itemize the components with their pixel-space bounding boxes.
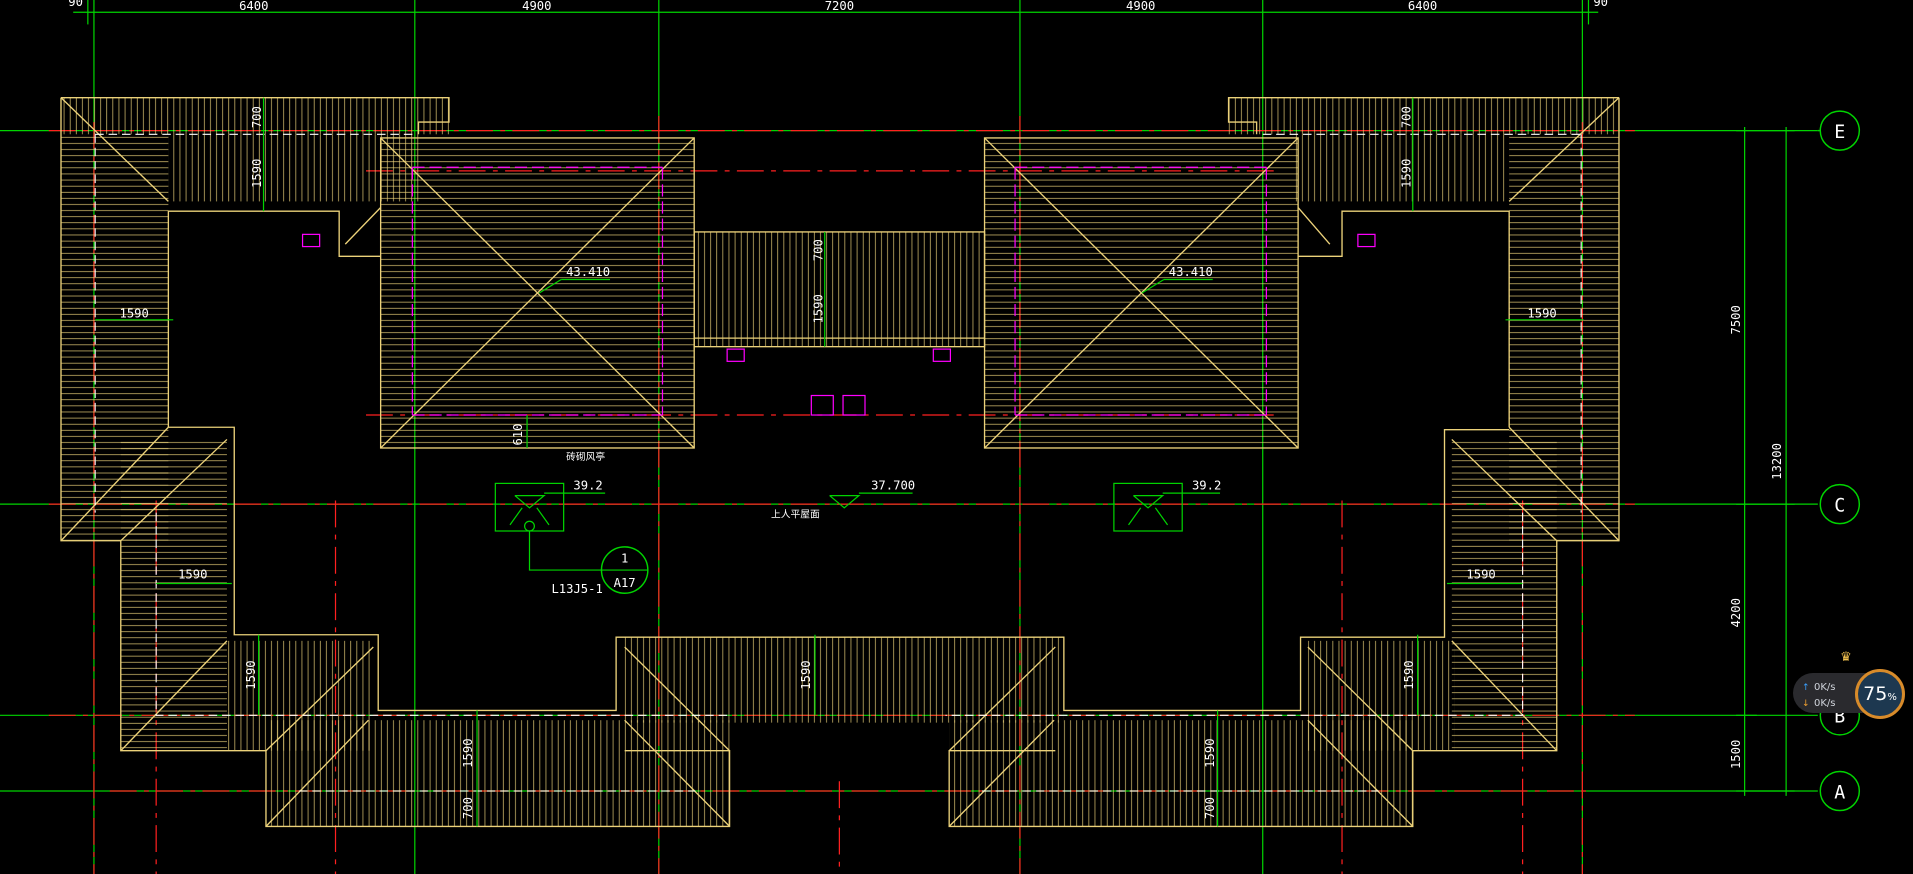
network-speed-widget[interactable]: ↑ 0K/s ↓ 0K/s ♛ 75% xyxy=(1793,647,1905,721)
dim-text: 4900 xyxy=(522,0,551,13)
dim-text: 610 xyxy=(511,424,525,446)
dim-text: 90 xyxy=(68,0,83,9)
overhang-dim-lines xyxy=(95,97,1584,827)
download-arrow-icon: ↓ xyxy=(1802,699,1810,709)
magenta-lines xyxy=(411,166,1267,416)
detail-callout[interactable]: 1 A17 L13J5-1 xyxy=(524,520,649,596)
elevation-labels: 43.410 43.410 39.2 39.2 37.700 xyxy=(566,265,1221,493)
axis-label: C xyxy=(1834,495,1845,516)
dim-text: 1590 xyxy=(811,294,825,323)
detail-reference: L13J5-1 xyxy=(551,582,602,596)
top-dimension-labels: 90 6400 4900 7200 4900 6400 90 xyxy=(68,0,1608,13)
dim-text: 7200 xyxy=(825,0,854,13)
axis-label: E xyxy=(1834,122,1845,143)
dim-text: 90 xyxy=(1593,0,1608,9)
dim-text: 1590 xyxy=(799,660,813,689)
memory-usage-badge[interactable]: 75% xyxy=(1855,669,1905,719)
right-dimension-labels: 7500 13200 4200 1500 xyxy=(1729,305,1784,769)
elevation-text: 39.2 xyxy=(1192,478,1221,492)
elevation-text: 43.410 xyxy=(1169,265,1213,279)
upload-speed-value: 0K/s xyxy=(1814,682,1836,693)
memory-usage-value: 75 xyxy=(1863,683,1888,705)
dim-text: 1590 xyxy=(178,568,207,582)
dim-text: 1590 xyxy=(1399,159,1413,188)
dim-text: 1590 xyxy=(461,738,475,767)
overhang-dim-labels: 700 1590 700 1590 700 1590 1590 1590 159… xyxy=(120,106,1557,819)
vent-label: 砖砌风亭 xyxy=(566,450,605,463)
dim-text: 1590 xyxy=(1527,306,1556,320)
dim-text: 1590 xyxy=(244,660,258,689)
drain-boxes xyxy=(301,233,1376,416)
gutter-lines xyxy=(94,133,1582,792)
roof-access-label: 上人平屋面 xyxy=(771,509,820,521)
notes: 砖砌风亭 上人平屋面 xyxy=(566,450,820,520)
dim-text: 700 xyxy=(461,797,475,819)
roof-hatching xyxy=(61,97,1619,827)
dim-text: 4200 xyxy=(1729,598,1743,627)
dim-text: 7500 xyxy=(1729,305,1743,334)
axis-label: A xyxy=(1834,782,1845,803)
dim-text: 1590 xyxy=(1402,660,1416,689)
dim-text: 6400 xyxy=(239,0,268,13)
upload-speed: ↑ 0K/s xyxy=(1802,682,1836,693)
dim-text: 13200 xyxy=(1770,443,1784,480)
elevation-marks xyxy=(494,278,1221,532)
vip-crown-icon: ♛ xyxy=(1841,646,1851,665)
download-speed: ↓ 0K/s xyxy=(1802,698,1836,709)
detail-sheet: A17 xyxy=(614,576,636,590)
axis-label: B xyxy=(1834,707,1845,728)
elevation-text: 39.2 xyxy=(573,478,602,492)
roof-outlines xyxy=(60,96,1620,828)
detail-number: 1 xyxy=(621,552,628,566)
top-dimension-line xyxy=(73,0,1599,25)
axis-bubble-labels: E C B A xyxy=(1834,122,1845,803)
dim-text: 4900 xyxy=(1126,0,1155,13)
elevation-text: 43.410 xyxy=(566,265,610,279)
dim-text: 700 xyxy=(811,239,825,261)
elevation-text: 37.700 xyxy=(871,478,915,492)
dim-text: 1590 xyxy=(1466,568,1495,582)
right-dimension-lines xyxy=(1736,126,1795,796)
dim-text: 1590 xyxy=(250,159,264,188)
dim-text: 700 xyxy=(1399,106,1413,128)
axis-bubbles xyxy=(1817,110,1861,812)
memory-usage-unit: % xyxy=(1887,692,1897,703)
dim-text: 700 xyxy=(1203,797,1217,819)
dim-text: 700 xyxy=(250,106,264,128)
dim-text: 1590 xyxy=(120,306,149,320)
dim-text: 1500 xyxy=(1729,740,1743,769)
upload-arrow-icon: ↑ xyxy=(1802,683,1810,693)
dim-text: 6400 xyxy=(1408,0,1437,13)
download-speed-value: 0K/s xyxy=(1814,698,1836,709)
dim-text: 1590 xyxy=(1203,738,1217,767)
